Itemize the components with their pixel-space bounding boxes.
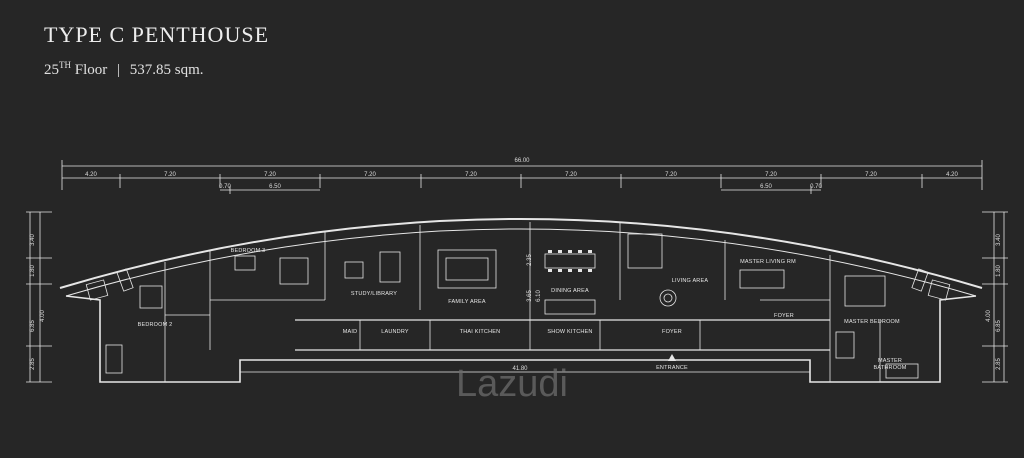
room-bedroom-2: BEDROOM 2 [138, 322, 173, 328]
floor-suffix: TH [59, 60, 71, 70]
floor-number: 25 [44, 62, 59, 78]
separator: | [117, 62, 121, 78]
room-master-bathroom-line1: MASTER [878, 358, 902, 364]
dim-top-row: 4.20 7.20 7.20 7.20 7.20 7.20 7.20 7.20 … [85, 172, 958, 178]
dim-inner-b: 3.65 [527, 290, 533, 302]
dim-top-label: 7.20 [565, 172, 577, 178]
room-master-bedroom: MASTER BEDROOM [844, 319, 900, 325]
dim-top-label: 7.20 [865, 172, 877, 178]
page-title: TYPE C PENTHOUSE [44, 22, 270, 47]
watermark: Lazudi [456, 363, 568, 405]
dim-side-label: 6.85 [996, 320, 1002, 332]
dim-side-label: 1.80 [30, 265, 36, 277]
room-family-area: FAMILY AREA [448, 299, 486, 305]
dim-overall: 66.00 [514, 158, 530, 164]
room-living-area: LIVING AREA [672, 278, 709, 284]
dim-side-label: 3.40 [996, 234, 1002, 246]
dim-side-label: 4.00 [986, 310, 992, 322]
dim-side-label: 3.40 [30, 234, 36, 246]
dim-top-label: 7.20 [364, 172, 376, 178]
floor-area-line: 25TH Floor | 537.85 sqm. [44, 60, 204, 79]
dim-side-label: 6.85 [30, 320, 36, 332]
room-thai-kitchen: THAI KITCHEN [460, 329, 501, 335]
dim-top-label: 7.20 [665, 172, 677, 178]
dim-top-label: 7.20 [765, 172, 777, 178]
dim-top-label: 7.20 [164, 172, 176, 178]
dim-side-label: 1.80 [996, 265, 1002, 277]
dim-inner-c: 6.10 [536, 290, 542, 302]
room-master-bathroom-line2: BATHROOM [874, 365, 907, 371]
dim-top-label: 7.20 [465, 172, 477, 178]
dim-right-side: 3.40 1.80 6.85 4.00 2.85 [986, 234, 1002, 370]
dim-top-label: 7.20 [264, 172, 276, 178]
room-foyer: FOYER [662, 329, 682, 335]
dim-left-sub-b: 6.50 [269, 184, 281, 190]
dim-side-label: 2.85 [996, 358, 1002, 370]
dim-left-side: 3.40 1.80 6.85 4.00 2.85 [30, 234, 46, 370]
room-dining-area: DINING AREA [551, 288, 589, 294]
room-foyer-right: FOYER [774, 313, 794, 319]
dim-right-sub-b: 0.70 [810, 184, 822, 190]
dim-top-label: 4.20 [946, 172, 958, 178]
room-show-kitchen: SHOW KITCHEN [547, 329, 592, 335]
dim-side-label: 4.00 [40, 310, 46, 322]
dim-left-sub-a: 0.70 [219, 184, 231, 190]
area-value: 537.85 sqm. [129, 62, 204, 78]
room-bedroom-3: BEDROOM 3 [231, 248, 266, 254]
room-study-library: STUDY/LIBRARY [351, 291, 397, 297]
room-master-living: MASTER LIVING RM [740, 259, 796, 265]
dim-top-label: 4.20 [85, 172, 97, 178]
dim-bottom: 41.80 [512, 366, 528, 372]
room-maid: MAID [343, 329, 358, 335]
room-entrance: ENTRANCE [656, 365, 688, 371]
dim-inner-a: 2.35 [527, 254, 533, 266]
floor-word: Floor [74, 62, 108, 78]
dim-right-sub-a: 6.50 [760, 184, 772, 190]
dim-side-label: 2.85 [30, 358, 36, 370]
room-laundry: LAUNDRY [381, 329, 409, 335]
